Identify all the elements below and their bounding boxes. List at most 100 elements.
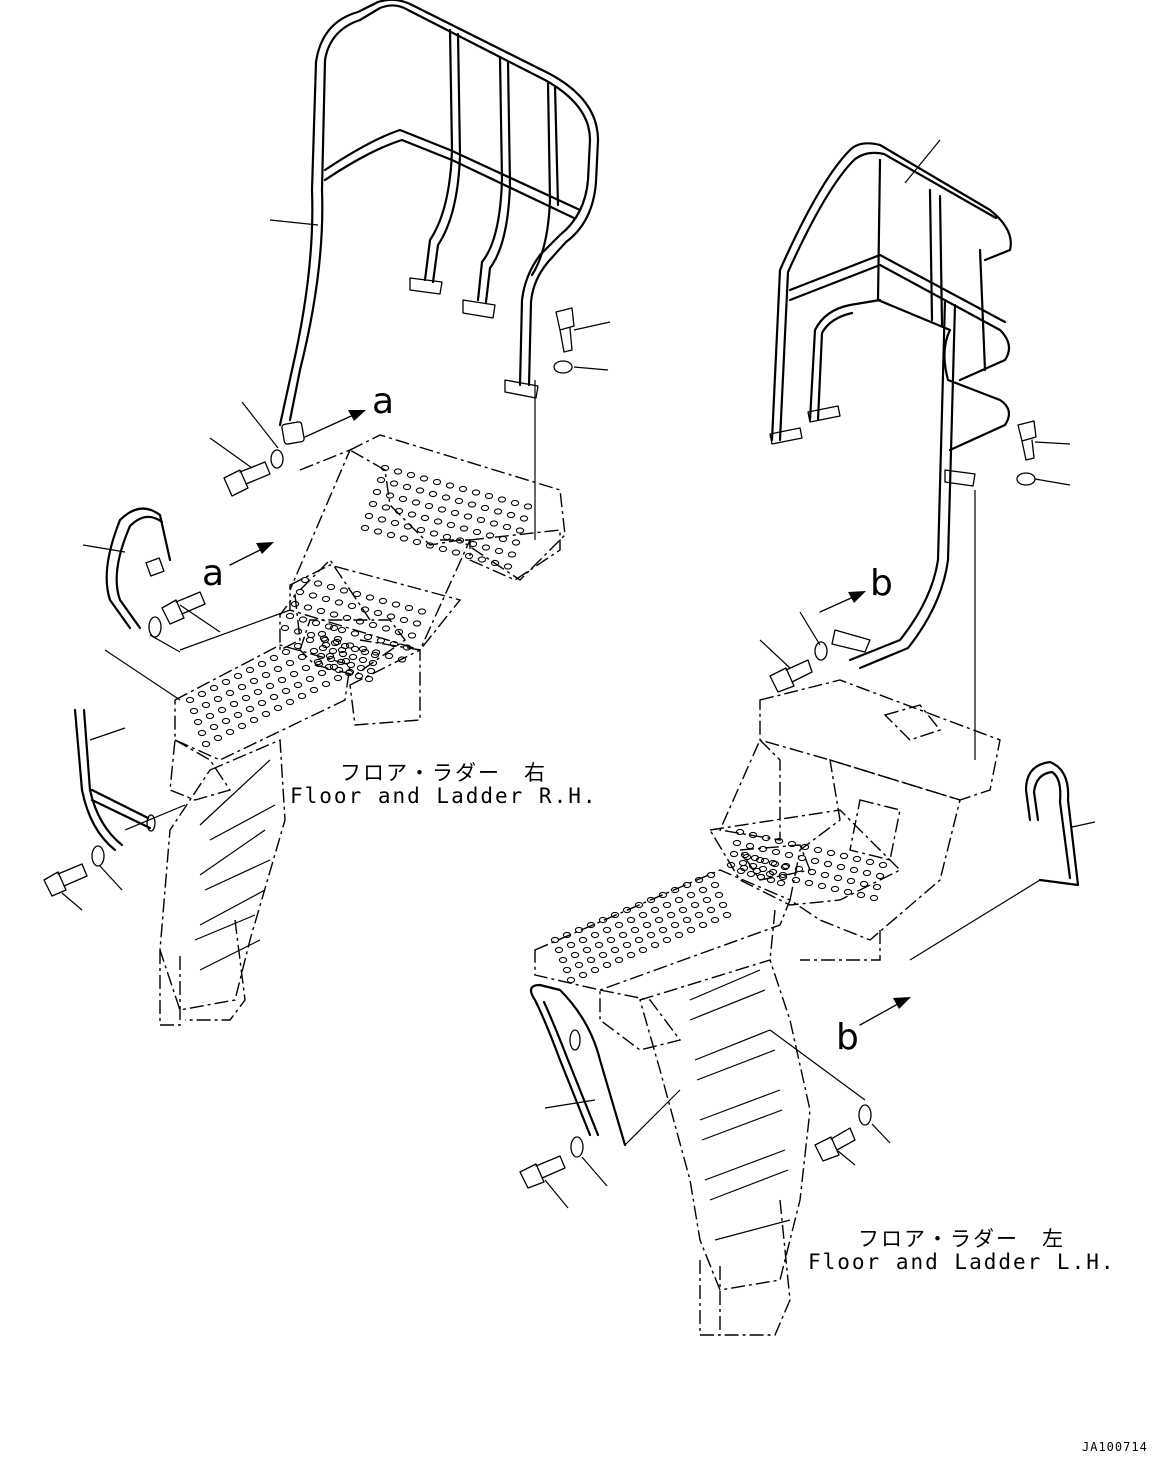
perforation-hole xyxy=(480,504,490,512)
perforation-hole xyxy=(265,682,275,690)
perforation-hole xyxy=(416,526,426,534)
perforation-hole xyxy=(358,656,368,664)
perforation-hole xyxy=(360,606,370,613)
perforation-hole xyxy=(347,602,357,610)
perforation-hole xyxy=(334,666,344,674)
perforation-hole xyxy=(326,655,336,663)
perforation-hole xyxy=(820,871,830,879)
perforation-hole xyxy=(378,597,388,605)
perforation-hole xyxy=(578,971,588,979)
perforation-hole xyxy=(320,636,330,644)
perforation-hole xyxy=(494,547,504,555)
perforation-hole xyxy=(650,941,660,949)
perforation-hole xyxy=(352,590,362,598)
lh-caption-jp: フロア・ラダー 左 xyxy=(858,1227,1065,1251)
perforation-hole xyxy=(614,956,624,964)
perforation-hole xyxy=(373,609,383,617)
perforation-hole xyxy=(646,931,656,939)
perforation-hole xyxy=(338,650,348,658)
perforation-hole xyxy=(368,621,378,629)
perforation-hole xyxy=(328,647,338,655)
perforation-hole xyxy=(682,916,692,924)
perforation-hole xyxy=(385,492,395,499)
perforation-hole xyxy=(598,951,608,959)
perforation-hole xyxy=(380,464,390,472)
perforation-hole xyxy=(394,507,404,515)
perforation-hole xyxy=(843,888,853,896)
perforation-hole xyxy=(233,711,243,719)
perforation-hole xyxy=(313,580,323,587)
perforation-hole xyxy=(221,678,231,686)
perforation-hole xyxy=(289,670,299,678)
perforation-hole xyxy=(329,624,339,632)
perforation-hole xyxy=(365,594,375,601)
perforation-hole xyxy=(298,616,308,623)
perforation-hole xyxy=(578,936,588,944)
lh-side-handrail-icon xyxy=(529,760,1080,1147)
perforation-hole xyxy=(519,515,529,522)
perforation-hole xyxy=(345,668,355,676)
perforation-hole xyxy=(305,675,315,683)
perforation-hole xyxy=(386,613,396,620)
perforation-hole xyxy=(642,921,652,929)
perforation-hole xyxy=(237,722,247,730)
perforation-hole xyxy=(354,672,364,680)
perforation-hole xyxy=(341,657,351,665)
view-arrow-a-upper-icon xyxy=(229,410,366,566)
perforation-hole xyxy=(878,861,888,869)
perforation-hole xyxy=(399,535,409,542)
perforation-hole xyxy=(833,874,843,882)
perforation-hole xyxy=(590,931,600,939)
perforation-hole xyxy=(467,501,477,508)
perforation-hole xyxy=(309,647,319,655)
perforation-hole xyxy=(293,642,303,650)
perforation-hole xyxy=(293,628,303,635)
rh-caption-en: Floor and Ladder R.H. xyxy=(290,784,598,808)
perforation-hole xyxy=(285,659,295,667)
perforation-hole xyxy=(468,540,478,548)
perforation-hole xyxy=(350,645,360,653)
perforation-hole xyxy=(249,677,259,685)
perforation-hole xyxy=(330,639,340,647)
perforation-hole xyxy=(337,626,347,634)
perforation-hole xyxy=(562,966,572,974)
perforation-hole xyxy=(682,881,692,889)
perforation-hole xyxy=(658,926,668,934)
perforation-hole xyxy=(735,828,745,836)
perforation-hole xyxy=(463,513,473,520)
perforation-hole xyxy=(209,723,219,731)
perforation-hole xyxy=(610,946,620,954)
perforation-hole xyxy=(800,843,810,851)
perforation-hole xyxy=(566,976,576,984)
perforation-hole xyxy=(402,483,412,491)
perforation-hole xyxy=(333,674,343,682)
perforation-hole xyxy=(464,552,474,560)
perforation-hole xyxy=(804,879,814,887)
perforation-hole xyxy=(489,520,499,527)
perforation-hole xyxy=(746,870,756,878)
perforation-hole xyxy=(213,734,223,742)
rh-floor-and-ladder-icon xyxy=(159,434,566,1026)
perforation-hole xyxy=(582,946,592,954)
perforation-hole xyxy=(481,544,491,551)
document-id: JA100714 xyxy=(1082,1440,1148,1454)
perforation-hole xyxy=(373,528,383,535)
perforation-hole xyxy=(293,681,303,689)
perforation-hole xyxy=(776,879,786,887)
perforation-hole xyxy=(490,559,500,567)
perforation-hole xyxy=(407,511,417,518)
perforation-hole xyxy=(485,532,495,539)
perforation-hole xyxy=(869,894,879,902)
perforation-hole xyxy=(666,911,676,919)
perforation-hole xyxy=(610,911,620,919)
perforation-hole xyxy=(686,891,696,899)
perforation-hole xyxy=(503,563,513,570)
perforation-hole xyxy=(189,707,199,715)
view-arrow-a-label-upper: a xyxy=(372,381,395,422)
perforation-hole xyxy=(510,499,520,507)
perforation-hole xyxy=(368,659,378,667)
perforation-hole xyxy=(726,861,736,869)
perforation-hole xyxy=(710,916,720,924)
perforation-hole xyxy=(336,658,346,666)
